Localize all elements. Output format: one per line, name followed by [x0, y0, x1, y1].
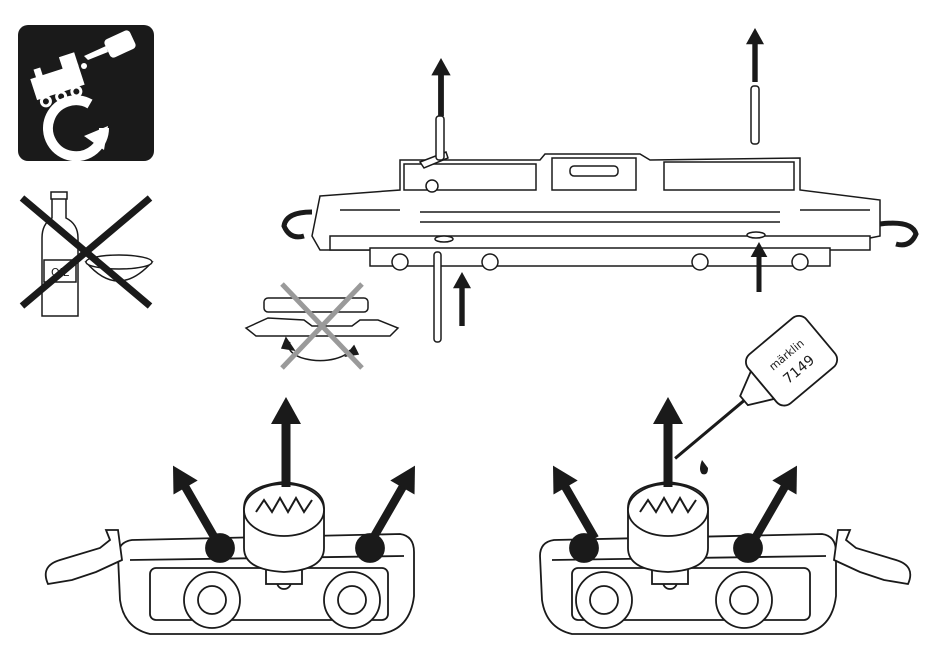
arrow-up-insert-left [453, 272, 471, 326]
arrow-diag-left-right [541, 459, 607, 546]
no-rotate-gear-icon [246, 284, 398, 368]
bogie-right [540, 482, 910, 634]
arrow-diag-right-right [743, 459, 809, 546]
oil-drop-icon [700, 460, 708, 474]
maintenance-icon [18, 25, 154, 161]
arrow-down-center-right [653, 397, 683, 487]
arrow-up-left-axle [431, 58, 450, 116]
oil-dispenser-icon: märklin 7149 [655, 312, 842, 483]
arrow-diag-left-left [161, 459, 227, 546]
arrow-down-center-left [271, 397, 301, 487]
arrow-diag-right-left [361, 459, 427, 546]
arrow-up-right-axle [746, 28, 764, 82]
no-oil-icon: OIL [22, 192, 152, 316]
bogie-left [46, 482, 414, 634]
locomotive-chassis [284, 86, 916, 342]
